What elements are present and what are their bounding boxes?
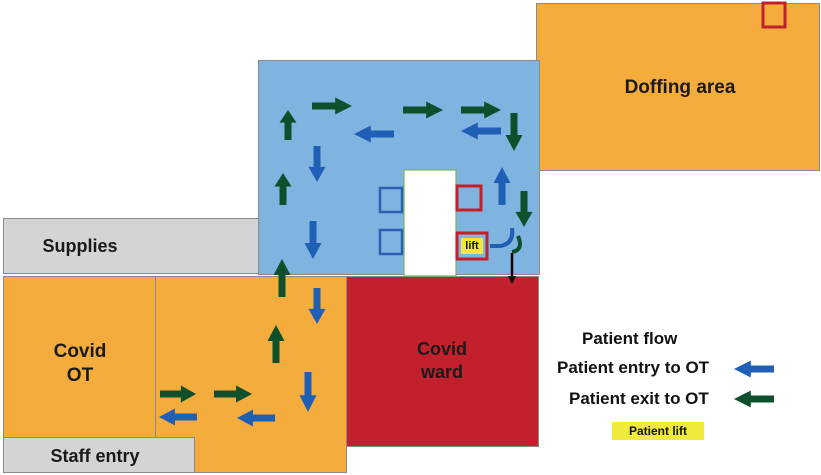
lift-shaft: [403, 169, 457, 277]
staff-entry-label: Staff entry: [50, 446, 140, 466]
legend-exit-label: Patient exit to OT: [569, 389, 709, 408]
covid-ward-label: Covid ward: [416, 339, 467, 382]
exit-flow-arrow-0: [279, 110, 297, 140]
legend-exit-arrow: [734, 390, 774, 408]
red-square-mid: [455, 184, 483, 212]
blue-square-bottom: [378, 228, 404, 256]
exit-flow-arrow-6: [515, 191, 533, 227]
exit-flow-arrow-8: [267, 325, 285, 363]
entry-flow-arrow-16: [308, 288, 326, 324]
exit-flow-arrow-5: [274, 173, 292, 205]
blue-square-top: [378, 186, 404, 214]
corridor-zone: [258, 60, 540, 275]
entry-flow-arrow-15: [304, 221, 322, 259]
arrow-layer: [159, 97, 533, 427]
exit-flow-arrow-7: [273, 259, 291, 297]
supplies-zone: [3, 218, 259, 274]
curved-entry-arrow: [490, 227, 515, 248]
legend-lift-swatch: Patient lift: [612, 422, 704, 440]
covid-ot-label: Covid OT: [53, 341, 107, 386]
exit-flow-arrow-4: [505, 113, 523, 151]
red-square-lift: [455, 231, 489, 261]
exit-flow-arrow-1: [312, 97, 352, 115]
legend-arrow-layer: [734, 360, 774, 408]
entry-flow-arrow-19: [237, 409, 275, 427]
covid-ward-zone: [346, 276, 539, 447]
staff-entry-zone: [3, 437, 195, 473]
entry-flow-arrow-11: [354, 125, 394, 143]
exit-flow-arrow-2: [403, 101, 443, 119]
doffing-area-zone: [536, 3, 820, 171]
curved-exit-arrow: [511, 235, 522, 254]
doffing-area-label: Doffing area: [624, 77, 736, 98]
exit-flow-arrow-10: [214, 385, 252, 403]
supplies-label: Supplies: [42, 236, 118, 256]
exit-flow-arrow-3: [461, 101, 501, 119]
entry-flow-arrow-13: [308, 146, 326, 182]
entry-flow-arrow-12: [461, 122, 501, 140]
entry-flow-arrow-14: [493, 167, 511, 205]
legend-title: Patient flow: [582, 329, 678, 348]
legend-entry-label: Patient entry to OT: [557, 358, 710, 377]
entry-flow-arrow-18: [159, 408, 197, 426]
red-square-top: [761, 1, 787, 29]
exit-flow-arrow-9: [160, 385, 196, 403]
legend-entry-arrow: [734, 360, 774, 378]
lift-label: lift: [461, 238, 483, 254]
entry-flow-arrow-17: [299, 372, 317, 412]
